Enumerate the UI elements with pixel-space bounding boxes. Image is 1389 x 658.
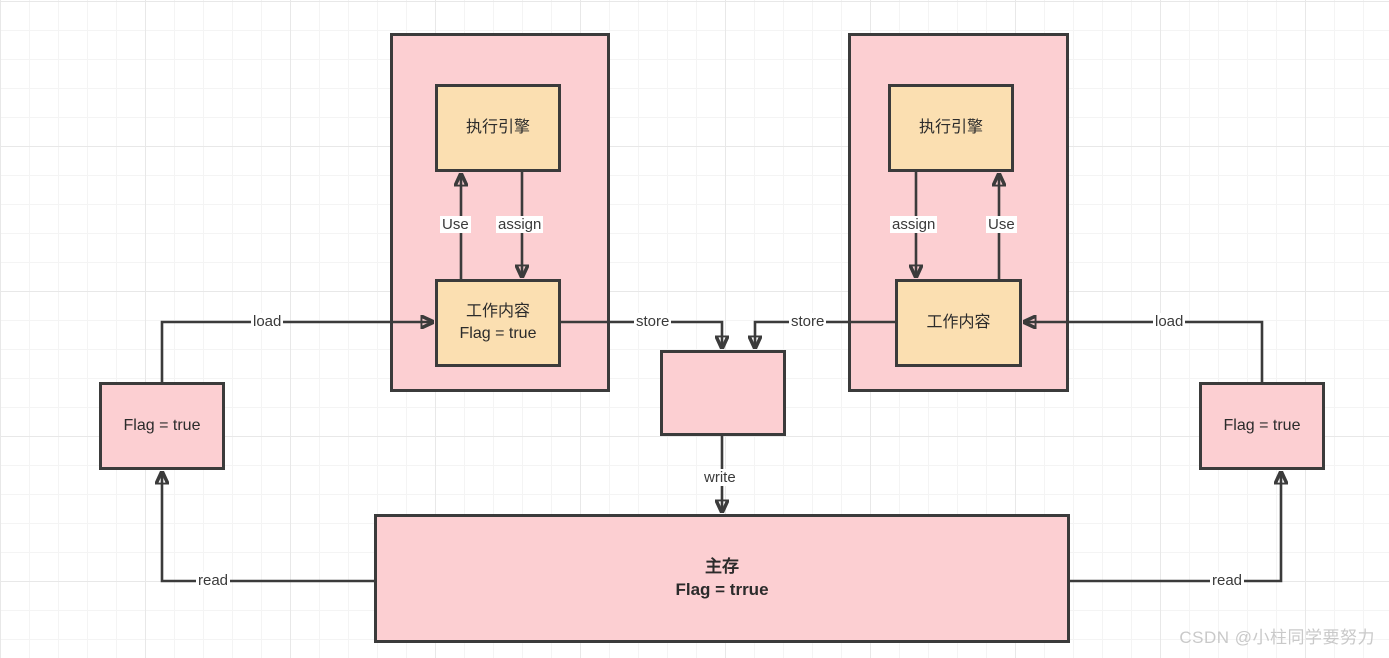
main-memory-value: Flag = trrue (675, 579, 769, 599)
execution-engine-left-label: 执行引擎 (465, 119, 530, 137)
work-memory-right-label-1: 工作内容 (926, 314, 991, 332)
execution-engine-left: 执行引擎 (435, 84, 561, 172)
work-memory-left: 工作内容 Flag = true (435, 279, 561, 367)
execution-engine-right: 执行引擎 (888, 84, 1014, 172)
cache-right: Flag = true (1199, 382, 1325, 470)
work-memory-right: 工作内容 (895, 279, 1022, 367)
execution-engine-right-label: 执行引擎 (918, 119, 983, 137)
label-store-right: store (789, 313, 827, 330)
cache-left: Flag = true (99, 382, 225, 470)
main-memory-title: 主存 (705, 556, 739, 576)
label-assign-right: assign (890, 216, 938, 233)
label-read-left: read (196, 572, 231, 589)
work-memory-left-label-1: 工作内容 (465, 303, 530, 321)
csdn-watermark: CSDN @小柱同学要努力 (1179, 628, 1375, 647)
label-use-left: Use (440, 216, 471, 233)
label-write: write (702, 469, 738, 486)
buffer-middle (660, 350, 786, 436)
cache-right-label: Flag = true (1223, 417, 1301, 435)
label-use-right: Use (986, 216, 1017, 233)
wire-read-right (1070, 473, 1281, 583)
work-memory-left-label-2: Flag = true (459, 325, 537, 342)
cache-left-label: Flag = true (123, 417, 201, 435)
wire-read-left (162, 473, 374, 583)
label-store-left: store (634, 313, 672, 330)
label-assign-left: assign (496, 216, 544, 233)
label-read-right: read (1210, 572, 1245, 589)
main-memory: 主存 Flag = trrue (374, 514, 1070, 643)
label-load-right: load (1153, 313, 1186, 330)
label-load-left: load (251, 313, 284, 330)
